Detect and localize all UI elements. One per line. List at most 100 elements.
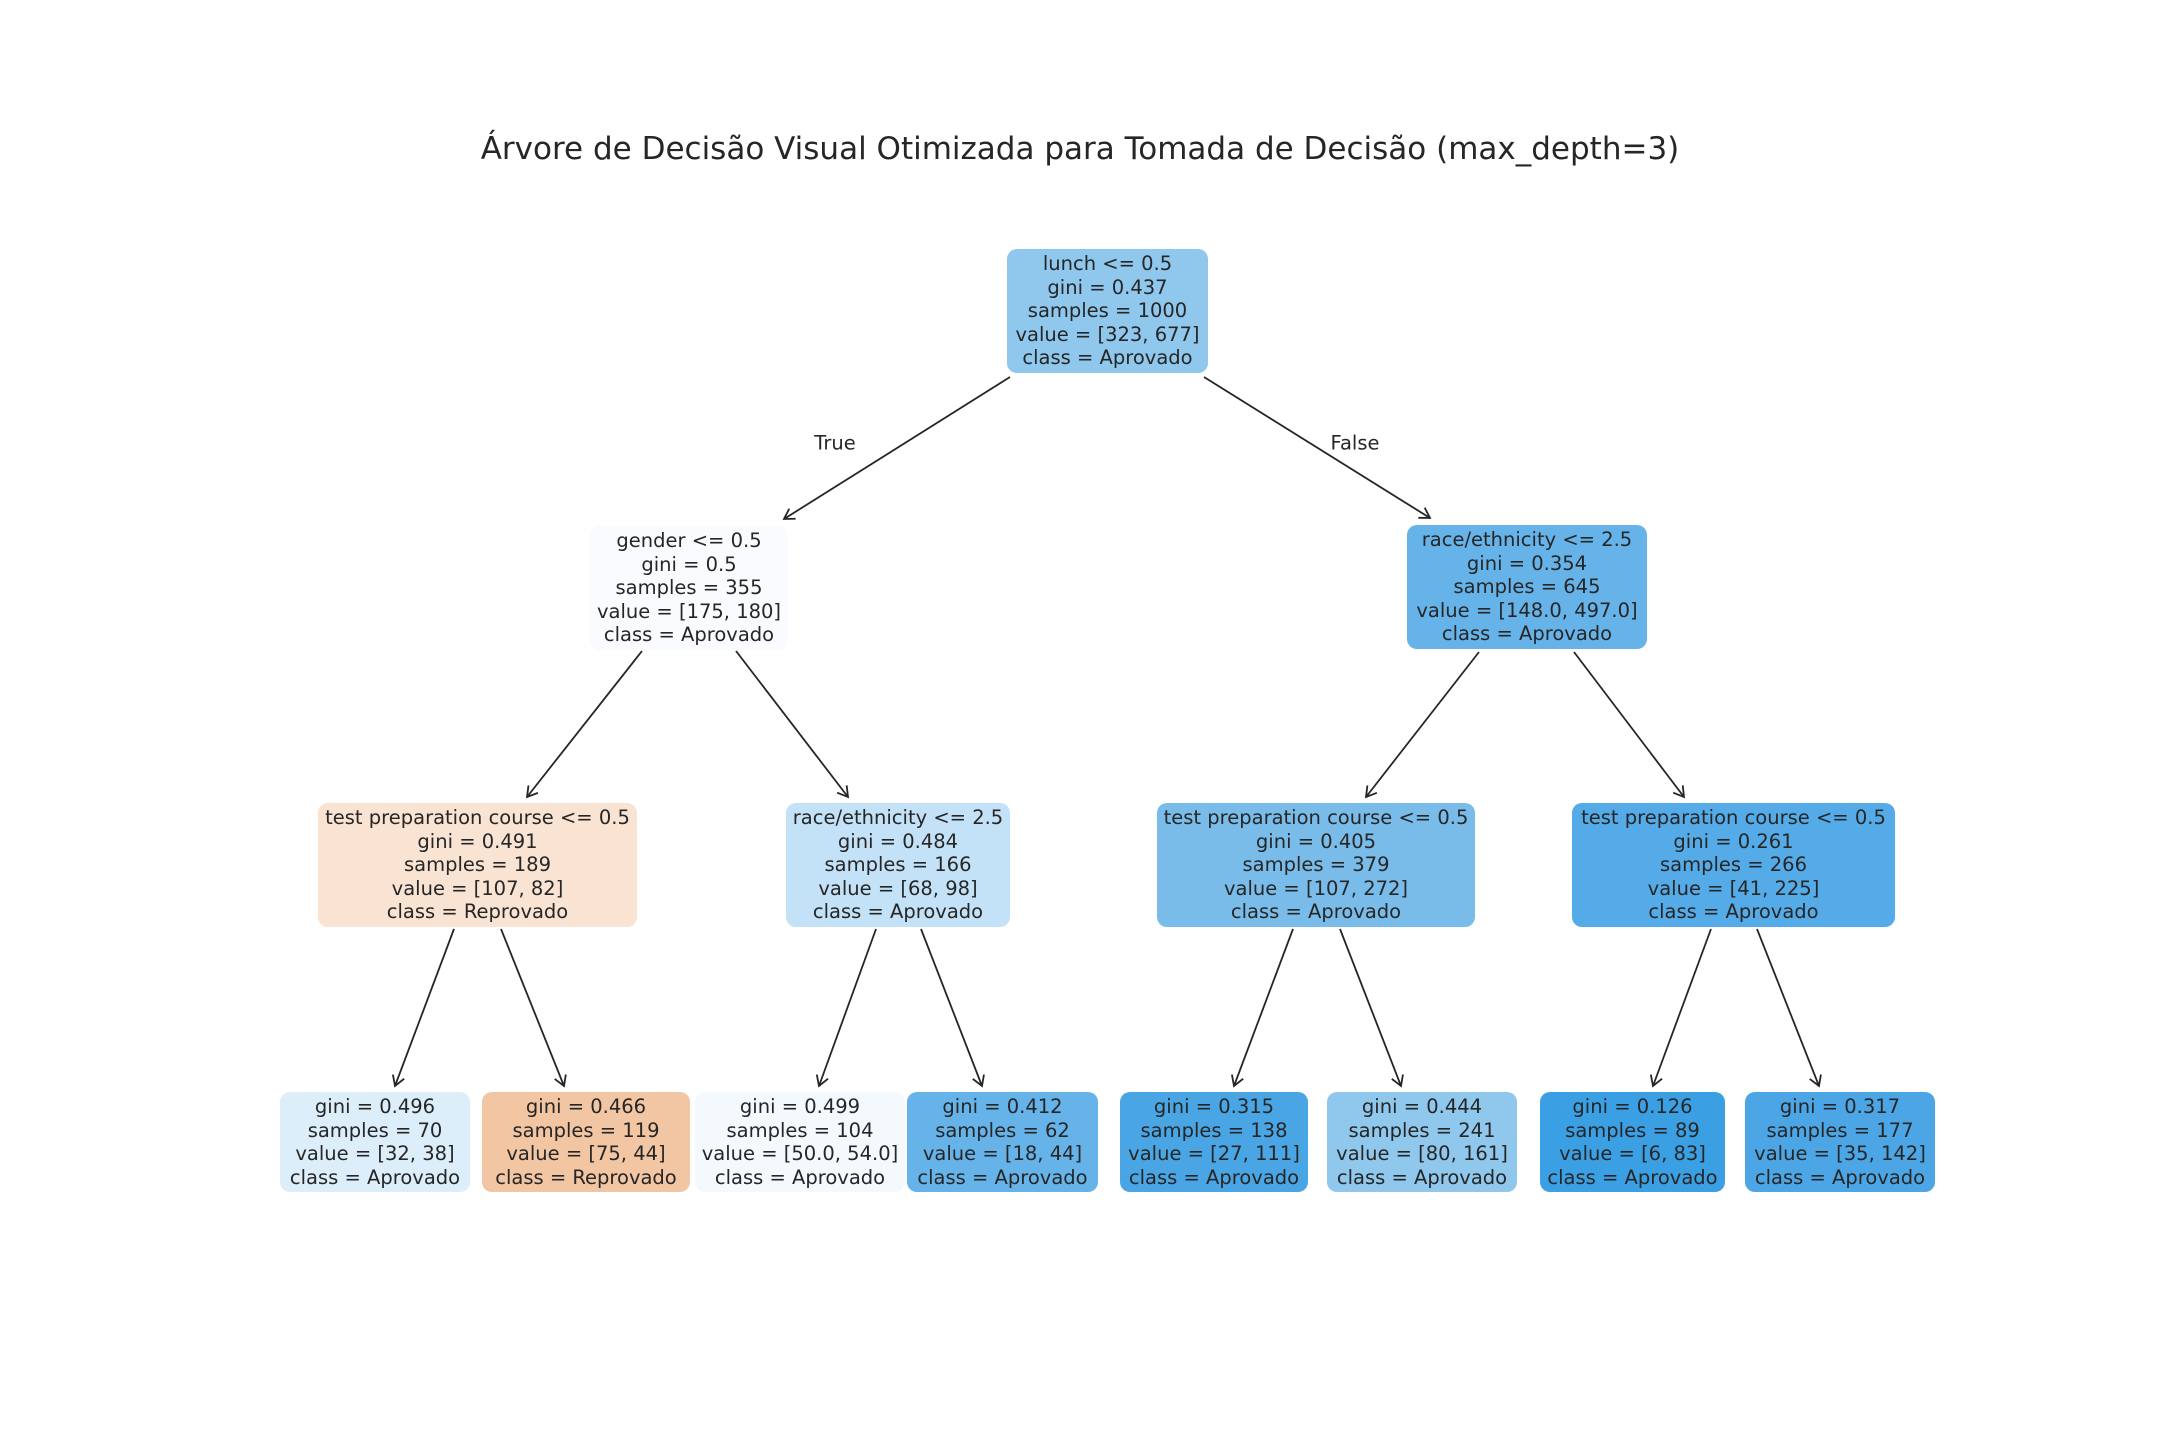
edge-d-leaf8 <box>1756 928 1822 1088</box>
node-samples: samples = 62 <box>935 1118 1070 1142</box>
tree-node-depth2-b: race/ethnicity <= 2.5 gini = 0.484 sampl… <box>786 803 1010 927</box>
tree-node-leaf-7: gini = 0.126 samples = 89 value = [6, 83… <box>1540 1092 1725 1192</box>
tree-node-depth2-d: test preparation course <= 0.5 gini = 0.… <box>1572 803 1895 927</box>
node-class: class = Aprovado <box>714 1165 886 1189</box>
node-samples: samples = 355 <box>615 576 763 599</box>
node-value: value = [323, 677] <box>1015 322 1200 346</box>
node-condition: test preparation course <= 0.5 <box>325 806 630 829</box>
node-condition: test preparation course <= 0.5 <box>1163 806 1469 829</box>
node-samples: samples = 645 <box>1453 575 1601 598</box>
node-value: value = [175, 180] <box>596 599 782 623</box>
node-condition: lunch <= 0.5 <box>1042 252 1173 275</box>
node-value: value = [68, 98] <box>818 876 978 900</box>
node-value: value = [27, 111] <box>1128 1142 1300 1165</box>
edge-d1r-d <box>1573 651 1686 799</box>
tree-node-leaf-8: gini = 0.317 samples = 177 value = [35, … <box>1745 1092 1935 1192</box>
node-samples: samples = 177 <box>1766 1118 1914 1142</box>
edge-d1l-b <box>735 650 850 799</box>
node-gini: gini = 0.444 <box>1361 1095 1483 1118</box>
tree-node-depth2-c: test preparation course <= 0.5 gini = 0.… <box>1157 803 1475 927</box>
node-samples: samples = 1000 <box>1027 299 1188 322</box>
node-samples: samples = 70 <box>307 1118 443 1142</box>
node-class: class = Aprovado <box>1547 1165 1718 1189</box>
edge-c-leaf6 <box>1339 928 1404 1088</box>
node-condition: race/ethnicity <= 2.5 <box>1421 528 1633 551</box>
edge-b-leaf3 <box>815 928 877 1088</box>
node-gini: gini = 0.261 <box>1673 829 1794 853</box>
tree-node-leaf-3: gini = 0.499 samples = 104 value = [50.0… <box>695 1092 905 1192</box>
node-value: value = [75, 44] <box>506 1142 666 1165</box>
node-value: value = [35, 142] <box>1754 1142 1926 1165</box>
node-class: class = Aprovado <box>1230 900 1402 923</box>
tree-node-leaf-5: gini = 0.315 samples = 138 value = [27, … <box>1120 1092 1308 1192</box>
edge-a-leaf2 <box>500 928 567 1088</box>
node-class: class = Aprovado <box>1336 1165 1508 1189</box>
edge-lines <box>392 376 1822 1088</box>
node-condition: test preparation course <= 0.5 <box>1581 806 1886 829</box>
node-samples: samples = 104 <box>726 1118 874 1142</box>
node-value: value = [107, 272] <box>1223 876 1409 900</box>
node-gini: gini = 0.412 <box>942 1095 1063 1118</box>
node-value: value = [41, 225] <box>1647 876 1820 900</box>
edge-d-leaf7 <box>1649 928 1712 1088</box>
node-gini: gini = 0.484 <box>837 829 959 853</box>
node-samples: samples = 266 <box>1659 853 1807 876</box>
node-value: value = [80, 161] <box>1336 1142 1508 1165</box>
edge-a-leaf1 <box>392 928 455 1088</box>
node-value: value = [32, 38] <box>295 1142 455 1165</box>
edge-b-leaf4 <box>920 928 985 1088</box>
tree-node-root: lunch <= 0.5 gini = 0.437 samples = 1000… <box>1007 249 1208 373</box>
node-samples: samples = 138 <box>1140 1118 1288 1142</box>
node-samples: samples = 119 <box>512 1118 660 1142</box>
edge-c-leaf5 <box>1231 928 1294 1088</box>
tree-node-leaf-2: gini = 0.466 samples = 119 value = [75, … <box>482 1092 690 1192</box>
node-samples: samples = 166 <box>824 853 972 876</box>
node-value: value = [50.0, 54.0] <box>701 1142 899 1165</box>
node-condition: race/ethnicity <= 2.5 <box>792 806 1004 829</box>
edge-label-false: False <box>1330 431 1380 455</box>
edge-d1l-a <box>525 650 643 799</box>
node-condition: gender <= 0.5 <box>616 529 762 552</box>
node-class: class = Aprovado <box>289 1165 461 1189</box>
edge-root-right <box>1203 376 1432 519</box>
node-gini: gini = 0.354 <box>1466 551 1588 575</box>
node-gini: gini = 0.491 <box>417 829 538 853</box>
node-class: class = Reprovado <box>386 900 569 923</box>
tree-node-depth1-left: gender <= 0.5 gini = 0.5 samples = 355 v… <box>590 526 788 650</box>
node-value: value = [18, 44] <box>922 1142 1083 1165</box>
edge-root-left <box>782 376 1011 520</box>
node-class: class = Aprovado <box>1022 346 1193 369</box>
node-gini: gini = 0.315 <box>1153 1095 1275 1118</box>
node-value: value = [107, 82] <box>391 876 564 900</box>
node-gini: gini = 0.405 <box>1255 829 1377 853</box>
node-class: class = Aprovado <box>812 900 984 923</box>
node-gini: gini = 0.466 <box>525 1095 647 1118</box>
node-class: class = Aprovado <box>1128 1165 1300 1189</box>
node-samples: samples = 379 <box>1242 853 1390 876</box>
tree-node-leaf-4: gini = 0.412 samples = 62 value = [18, 4… <box>907 1092 1098 1192</box>
node-class: class = Reprovado <box>495 1165 677 1189</box>
node-class: class = Aprovado <box>917 1165 1088 1189</box>
tree-node-depth2-a: test preparation course <= 0.5 gini = 0.… <box>318 803 637 927</box>
edge-label-true: True <box>814 431 856 455</box>
node-value: value = [148.0, 497.0] <box>1416 598 1638 622</box>
tree-node-leaf-1: gini = 0.496 samples = 70 value = [32, 3… <box>280 1092 470 1192</box>
node-gini: gini = 0.437 <box>1047 275 1168 299</box>
node-samples: samples = 241 <box>1348 1118 1496 1142</box>
node-samples: samples = 89 <box>1565 1118 1700 1142</box>
tree-node-depth1-right: race/ethnicity <= 2.5 gini = 0.354 sampl… <box>1407 525 1647 649</box>
node-gini: gini = 0.496 <box>314 1095 436 1118</box>
node-class: class = Aprovado <box>1441 622 1613 645</box>
edge-d1r-c <box>1364 651 1480 799</box>
node-class: class = Aprovado <box>1754 1165 1926 1189</box>
node-gini: gini = 0.317 <box>1779 1095 1901 1118</box>
node-gini: gini = 0.5 <box>641 552 737 576</box>
tree-node-leaf-6: gini = 0.444 samples = 241 value = [80, … <box>1327 1092 1517 1192</box>
figure-title: Árvore de Decisão Visual Otimizada para … <box>480 131 1680 167</box>
node-gini: gini = 0.499 <box>739 1095 861 1118</box>
node-class: class = Aprovado <box>1648 900 1819 923</box>
node-gini: gini = 0.126 <box>1572 1095 1693 1118</box>
node-value: value = [6, 83] <box>1559 1142 1706 1165</box>
